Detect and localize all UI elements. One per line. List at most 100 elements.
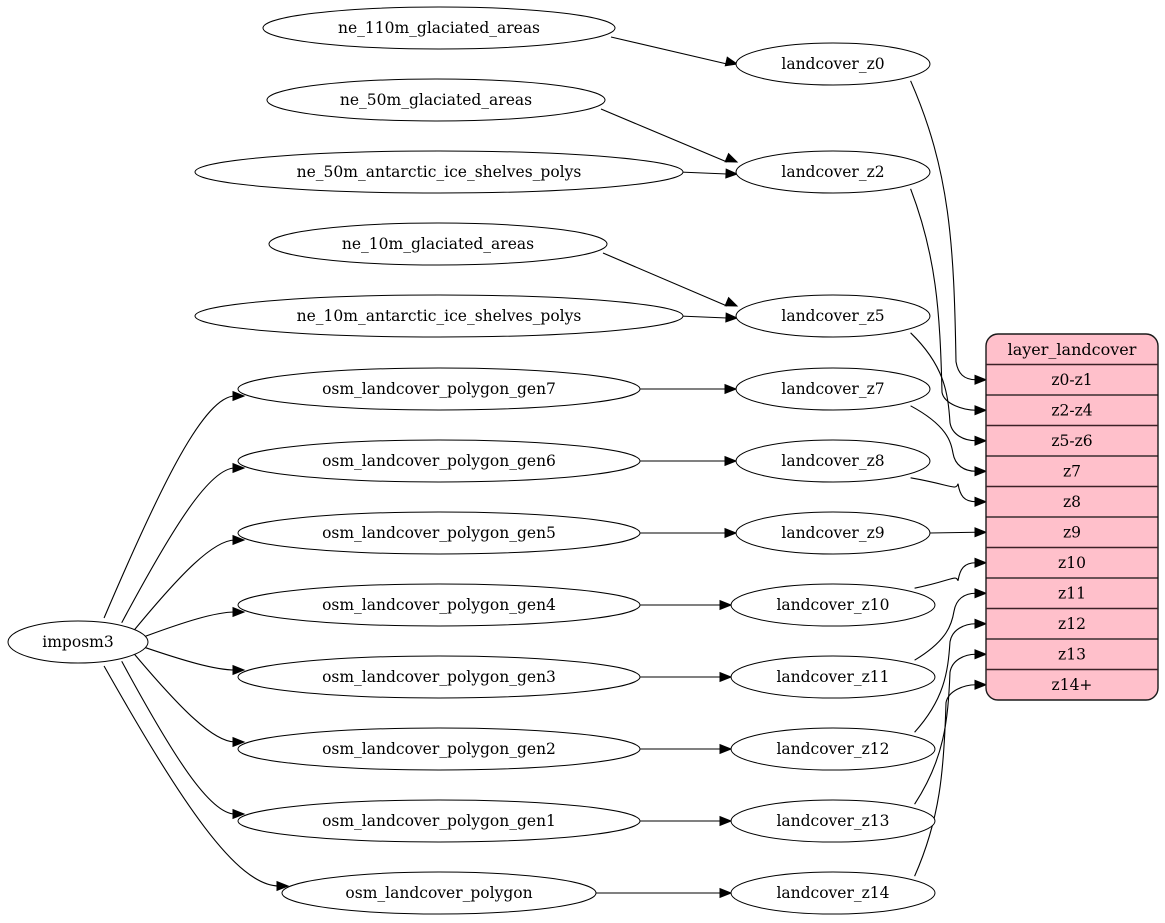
node-landcover_z12[interactable]: landcover_z12 xyxy=(730,727,936,771)
arrow-head xyxy=(725,168,739,179)
record-row-hit-z13[interactable] xyxy=(986,639,1158,670)
record-row-z8[interactable]: z8 xyxy=(986,487,1158,518)
record-row-z11[interactable]: z11 xyxy=(986,578,1158,609)
node-shape-landcover_z7[interactable] xyxy=(735,367,931,411)
record-row-z12[interactable]: z12 xyxy=(986,609,1158,640)
node-shape-landcover_z2[interactable] xyxy=(735,150,931,194)
node-osm_landcover_polygon[interactable]: osm_landcover_polygon xyxy=(281,871,597,915)
node-osm_landcover_polygon_gen6[interactable]: osm_landcover_polygon_gen6 xyxy=(237,439,641,483)
node-osm_landcover_polygon_gen7[interactable]: osm_landcover_polygon_gen7 xyxy=(237,367,641,411)
node-shape-ne_50m_glaciated_areas[interactable] xyxy=(266,78,606,122)
node-shape-osm_landcover_polygon_gen6[interactable] xyxy=(237,439,641,483)
node-osm_landcover_polygon_gen1[interactable]: osm_landcover_polygon_gen1 xyxy=(237,799,641,843)
record-row-hit-z2-z4[interactable] xyxy=(986,395,1158,426)
node-shape-ne_10m_antarctic_ice_shelves_polys[interactable] xyxy=(194,294,684,338)
arrow-head xyxy=(232,534,246,546)
record-row-hit-z12[interactable] xyxy=(986,609,1158,640)
edge-landcover_z2-record-z2-z4 xyxy=(910,188,988,416)
nodes-layer: imposm3 ne_110m_glaciated_areas ne_50m_gla… xyxy=(7,6,936,915)
node-shape-landcover_z10[interactable] xyxy=(730,583,936,627)
record-row-hit-z14+[interactable] xyxy=(986,670,1158,701)
node-ne_110m_glaciated_areas[interactable]: ne_110m_glaciated_areas xyxy=(262,6,616,50)
record-row-z2-z4[interactable]: z2-z4 xyxy=(986,395,1158,426)
node-shape-landcover_z14[interactable] xyxy=(730,871,936,915)
edge-landcover_z7-record-z7 xyxy=(910,405,988,477)
edge-imposm3-osm_landcover_polygon_gen3 xyxy=(141,645,246,676)
node-osm_landcover_polygon_gen3[interactable]: osm_landcover_polygon_gen3 xyxy=(237,655,641,699)
edge-ne_110m_glaciated_areas-landcover_z0 xyxy=(610,36,739,67)
record-row-z9[interactable]: z9 xyxy=(986,517,1158,548)
node-shape-ne_110m_glaciated_areas[interactable] xyxy=(262,6,616,50)
node-shape-landcover_z12[interactable] xyxy=(730,727,936,771)
edges-layer xyxy=(103,36,988,899)
arrow-head xyxy=(232,664,246,676)
node-shape-osm_landcover_polygon_gen2[interactable] xyxy=(237,727,641,771)
node-ne_50m_antarctic_ice_shelves_polys[interactable]: ne_50m_antarctic_ice_shelves_polys xyxy=(194,150,684,194)
node-landcover_z8[interactable]: landcover_z8 xyxy=(735,439,931,483)
arrow-head xyxy=(719,671,733,683)
node-osm_landcover_polygon_gen5[interactable]: osm_landcover_polygon_gen5 xyxy=(237,511,641,555)
edge-landcover_z14-record-z14+ xyxy=(914,679,988,877)
edge-path-landcover_z13-record-z13 xyxy=(914,653,977,805)
node-landcover_z9[interactable]: landcover_z9 xyxy=(735,511,931,555)
record-row-z10[interactable]: z10 xyxy=(986,548,1158,579)
node-shape-imposm3[interactable] xyxy=(7,620,149,664)
record-row-hit-z7[interactable] xyxy=(986,456,1158,487)
record-row-hit-z5-z6[interactable] xyxy=(986,426,1158,457)
node-landcover_z13[interactable]: landcover_z13 xyxy=(730,799,936,843)
record-row-z14+[interactable]: z14+ xyxy=(986,670,1158,701)
arrow-head xyxy=(719,887,733,899)
node-imposm3[interactable]: imposm3 xyxy=(7,620,149,664)
node-landcover_z11[interactable]: landcover_z11 xyxy=(730,655,936,699)
node-landcover_z0[interactable]: landcover_z0 xyxy=(735,42,931,86)
record-row-hit-z0-z1[interactable] xyxy=(986,365,1158,396)
node-landcover_z7[interactable]: landcover_z7 xyxy=(735,367,931,411)
record-row-z0-z1[interactable]: z0-z1 xyxy=(986,365,1158,396)
edge-path-landcover_z7-record-z7 xyxy=(910,405,977,472)
edge-osm_landcover_polygon_gen7-landcover_z7 xyxy=(640,383,738,395)
record-row-z13[interactable]: z13 xyxy=(986,639,1158,670)
node-osm_landcover_polygon_gen4[interactable]: osm_landcover_polygon_gen4 xyxy=(237,583,641,627)
record-row-z5-z6[interactable]: z5-z6 xyxy=(986,426,1158,457)
record-node-layer_landcover[interactable]: layer_landcoverz0-z1z2-z4z5-z6z7z8z9z10z… xyxy=(985,333,1159,701)
node-landcover_z2[interactable]: landcover_z2 xyxy=(735,150,931,194)
edge-path-imposm3-osm_landcover_polygon xyxy=(103,665,280,887)
node-shape-ne_50m_antarctic_ice_shelves_polys[interactable] xyxy=(194,150,684,194)
node-osm_landcover_polygon_gen2[interactable]: osm_landcover_polygon_gen2 xyxy=(237,727,641,771)
node-landcover_z10[interactable]: landcover_z10 xyxy=(730,583,936,627)
arrow-head xyxy=(974,435,988,446)
node-shape-landcover_z5[interactable] xyxy=(735,294,931,338)
edge-imposm3-osm_landcover_polygon_gen4 xyxy=(141,606,246,639)
node-shape-osm_landcover_polygon_gen1[interactable] xyxy=(237,799,641,843)
node-shape-osm_landcover_polygon[interactable] xyxy=(281,871,597,915)
node-shape-landcover_z11[interactable] xyxy=(730,655,936,699)
node-shape-osm_landcover_polygon_gen3[interactable] xyxy=(237,655,641,699)
node-shape-osm_landcover_polygon_gen4[interactable] xyxy=(237,583,641,627)
record-row-hit-z9[interactable] xyxy=(986,517,1158,548)
node-shape-ne_10m_glaciated_areas[interactable] xyxy=(268,222,608,266)
node-shape-landcover_z8[interactable] xyxy=(735,439,931,483)
node-ne_10m_glaciated_areas[interactable]: ne_10m_glaciated_areas xyxy=(268,222,608,266)
node-ne_10m_antarctic_ice_shelves_polys[interactable]: ne_10m_antarctic_ice_shelves_polys xyxy=(194,294,684,338)
node-ne_50m_glaciated_areas[interactable]: ne_50m_glaciated_areas xyxy=(266,78,606,122)
edge-path-landcover_z2-record-z2-z4 xyxy=(910,188,977,411)
node-shape-landcover_z0[interactable] xyxy=(735,42,931,86)
node-shape-osm_landcover_polygon_gen5[interactable] xyxy=(237,511,641,555)
node-shape-landcover_z13[interactable] xyxy=(730,799,936,843)
node-shape-landcover_z9[interactable] xyxy=(735,511,931,555)
edge-path-imposm3-osm_landcover_polygon_gen7 xyxy=(103,395,236,619)
node-landcover_z5[interactable]: landcover_z5 xyxy=(735,294,931,338)
node-landcover_z14[interactable]: landcover_z14 xyxy=(730,871,936,915)
arrow-head xyxy=(724,383,738,395)
edge-path-ne_10m_glaciated_areas-landcover_z5 xyxy=(602,252,728,307)
edge-osm_landcover_polygon_gen3-landcover_z11 xyxy=(640,671,733,683)
arrow-head xyxy=(974,496,988,507)
record-row-hit-z8[interactable] xyxy=(986,487,1158,518)
record-row-hit-z10[interactable] xyxy=(986,548,1158,579)
record-row-z7[interactable]: z7 xyxy=(986,456,1158,487)
record-row-hit-z11[interactable] xyxy=(986,578,1158,609)
node-shape-osm_landcover_polygon_gen7[interactable] xyxy=(237,367,641,411)
edge-path-landcover_z11-record-z11 xyxy=(914,592,977,661)
edge-imposm3-osm_landcover_polygon_gen1 xyxy=(121,661,246,820)
arrow-head xyxy=(974,618,988,629)
